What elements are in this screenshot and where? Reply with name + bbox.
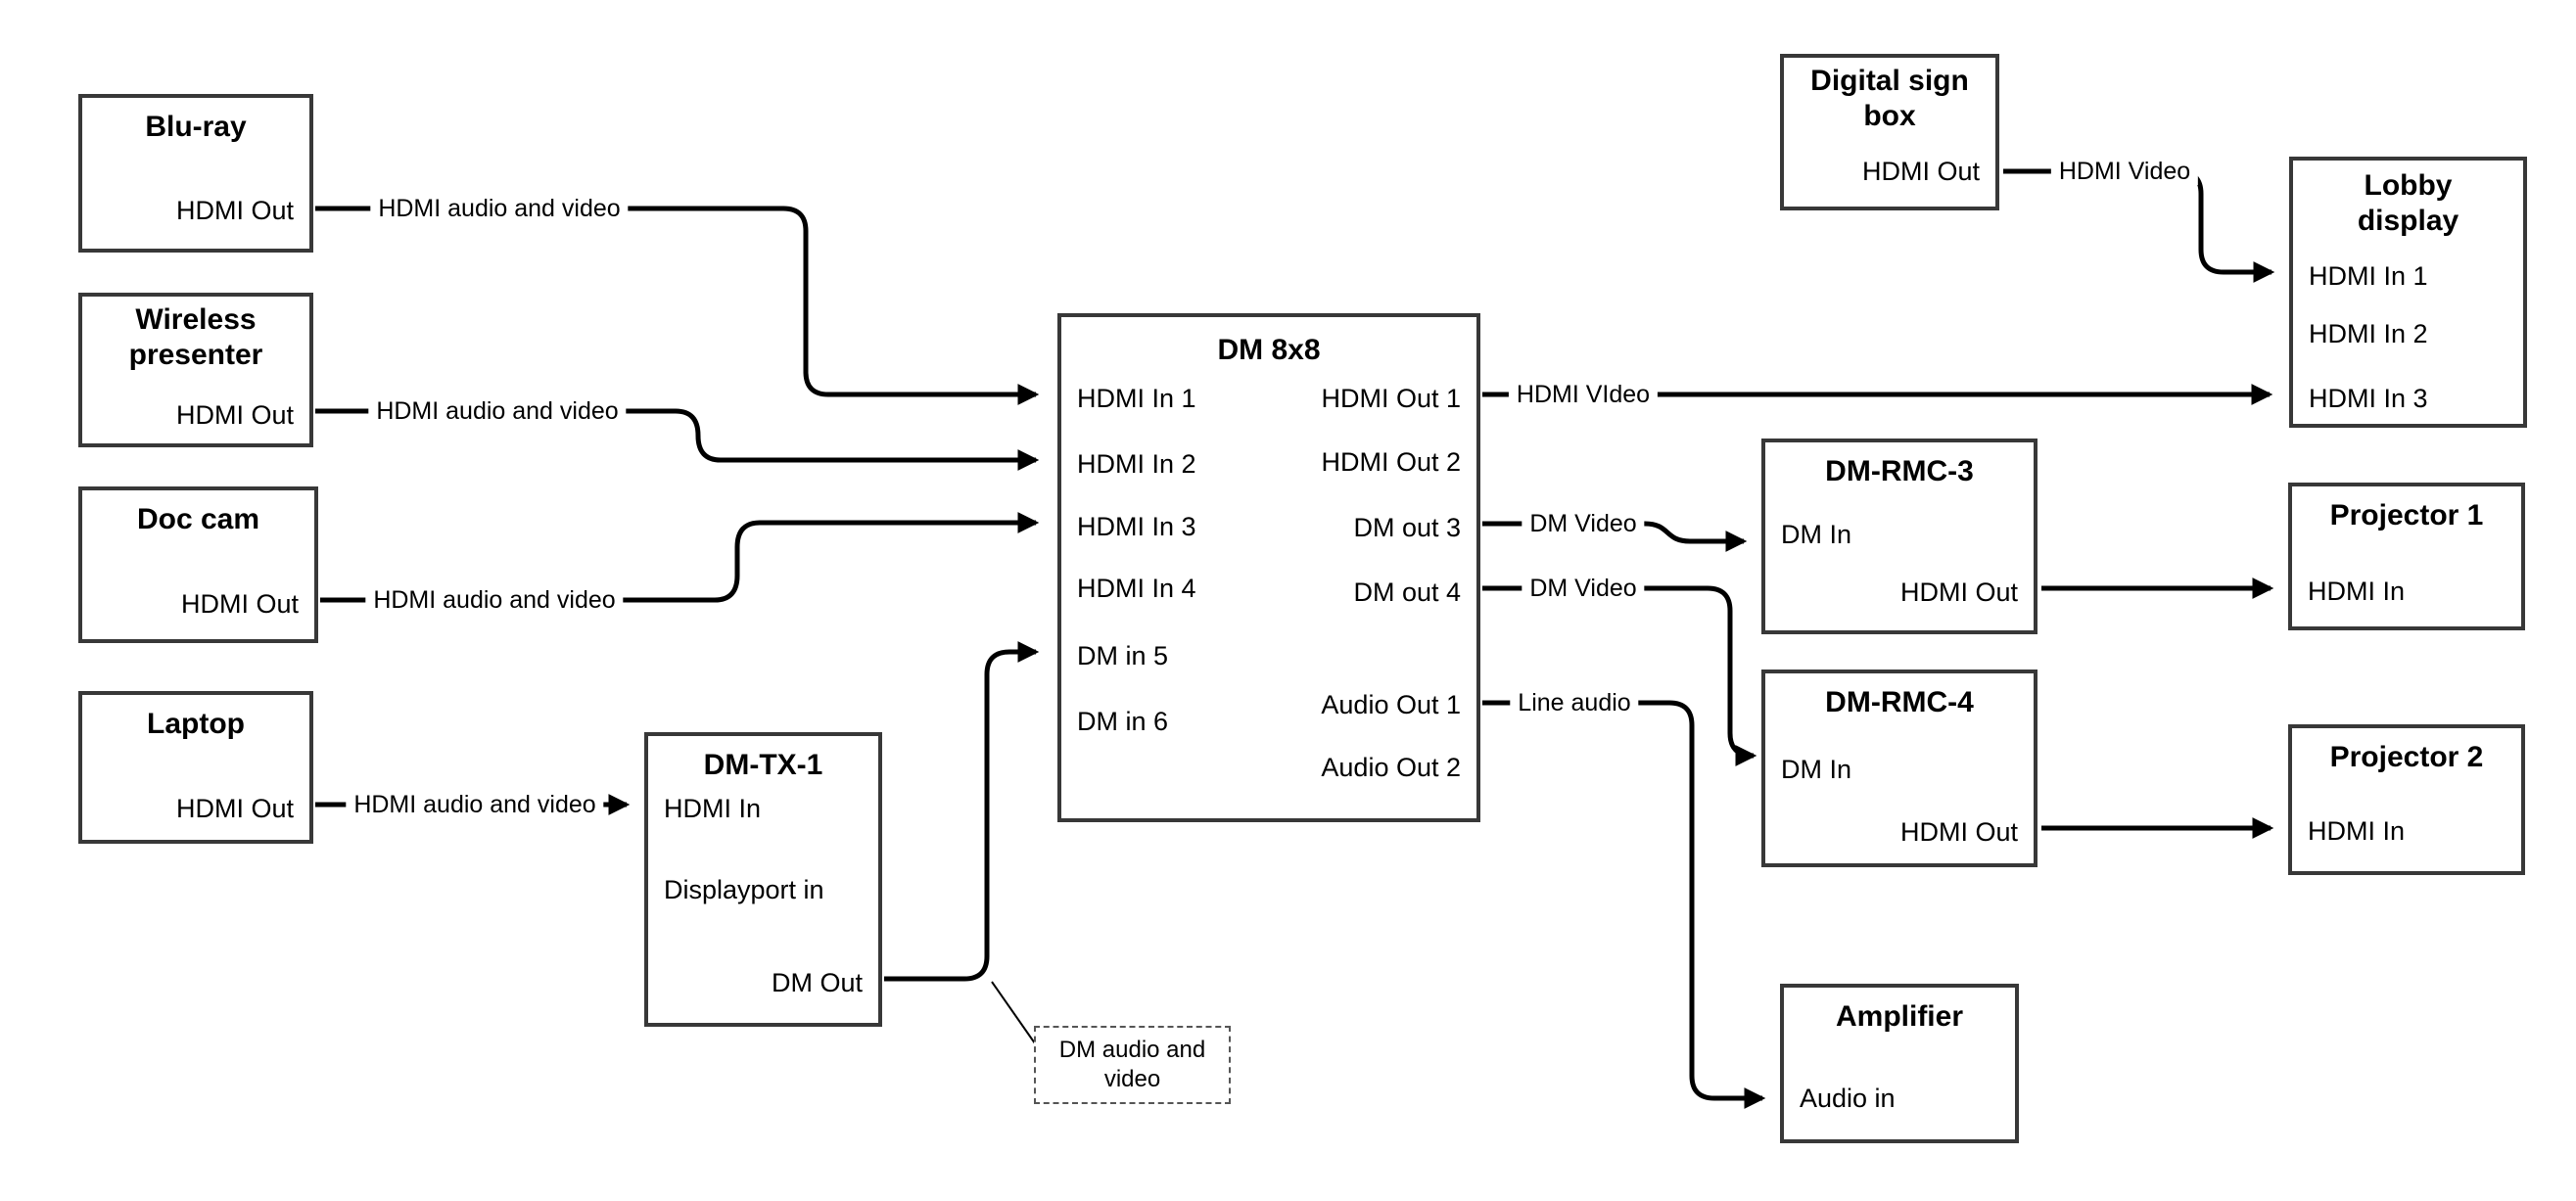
- port-hdmi-out-2: HDMI Out 2: [1321, 447, 1461, 477]
- port-hdmi-out-1: HDMI Out 1: [1321, 384, 1461, 413]
- node-title: DM 8x8: [1217, 334, 1321, 366]
- node-title: Amplifier: [1835, 1000, 1964, 1033]
- port-dm-in: DM In: [1781, 520, 1852, 549]
- port-hdmi-in-3: HDMI In 3: [2309, 384, 2428, 413]
- port-hdmi-out: HDMI Out: [175, 400, 294, 430]
- wire-label-dm-video-out3: DM Video: [1522, 510, 1645, 537]
- port-hdmi-in-2: HDMI In 2: [1077, 449, 1196, 479]
- port-hdmi-in-1: HDMI In 1: [2309, 261, 2428, 291]
- port-audio-in: Audio in: [1800, 1084, 1896, 1113]
- wire-label-hdmi-video-sign: HDMI Video: [2050, 158, 2199, 185]
- port-hdmi-in-1: HDMI In 1: [1077, 384, 1196, 413]
- wire-dmtx1-to-dm-in-5: [884, 640, 1040, 982]
- wire-label-hdmi-audio-video-4: HDMI audio and video: [346, 791, 604, 818]
- port-dm-in-5: DM in 5: [1077, 641, 1169, 670]
- port-dm-in-6: DM in 6: [1077, 707, 1169, 736]
- port-hdmi-out: HDMI Out: [175, 794, 294, 823]
- wire-dm-out-3-to-rmc3: [1482, 521, 1748, 553]
- wire-bluray-to-hdmi-in-1: [315, 206, 1040, 406]
- wire-dm-out-4-to-rmc4: [1482, 585, 1757, 767]
- wire-label-hdmi-video-out1: HDMI VIdeo: [1508, 381, 1659, 408]
- node-title: Doc cam: [136, 503, 260, 535]
- wire-label-hdmi-audio-video-2: HDMI audio and video: [368, 397, 627, 425]
- node-dm-rmc-4: DM-RMC-4 DM In HDMI Out: [1761, 670, 2037, 867]
- port-dm-out-3: DM out 3: [1353, 513, 1461, 542]
- node-title: Blu-ray: [145, 111, 247, 143]
- node-title: Digital sign box: [1810, 65, 1969, 132]
- node-doc-cam: Doc cam HDMI Out: [78, 486, 318, 643]
- port-audio-out-1: Audio Out 1: [1321, 690, 1461, 719]
- port-hdmi-in-3: HDMI In 3: [1077, 512, 1196, 541]
- callout-dm-audio-and-video: DM audio and video: [1034, 1026, 1231, 1104]
- wire-doccam-to-hdmi-in-3: [320, 511, 1040, 603]
- wire-label-hdmi-audio-video-3: HDMI audio and video: [365, 586, 624, 614]
- port-hdmi-out: HDMI Out: [1899, 817, 2018, 847]
- port-dm-out-4: DM out 4: [1353, 577, 1461, 607]
- port-hdmi-in: HDMI In: [664, 794, 762, 823]
- node-title: Projector 1: [2329, 499, 2484, 531]
- node-dm-8x8: DM 8x8 HDMI In 1 HDMI In 2 HDMI In 3 HDM…: [1057, 313, 1480, 822]
- node-dm-tx-1: DM-TX-1 HDMI In Displayport in DM Out: [644, 732, 882, 1027]
- node-title: DM-TX-1: [703, 749, 823, 781]
- node-title: Laptop: [147, 708, 245, 740]
- port-hdmi-out: HDMI Out: [175, 196, 294, 225]
- node-wireless-presenter: Wireless presenter HDMI Out: [78, 293, 313, 447]
- wire-label-dm-video-out4: DM Video: [1522, 575, 1645, 602]
- port-dm-in: DM In: [1781, 755, 1852, 784]
- port-displayport-in: Displayport in: [664, 875, 824, 904]
- port-hdmi-out: HDMI Out: [1899, 577, 2018, 607]
- node-dm-rmc-3: DM-RMC-3 DM In HDMI Out: [1761, 439, 2037, 634]
- wire-wireless-to-hdmi-in-2: [315, 408, 1040, 472]
- wire-audio-out-1-to-amplifier: [1482, 700, 1766, 1110]
- node-projector-1: Projector 1 HDMI In: [2288, 483, 2525, 630]
- node-title: DM-RMC-4: [1825, 686, 1974, 718]
- node-blu-ray: Blu-ray HDMI Out: [78, 94, 313, 253]
- node-digital-sign-box: Digital sign box HDMI Out: [1780, 54, 1999, 210]
- wire-label-line-audio: Line audio: [1510, 689, 1639, 716]
- port-dm-out: DM Out: [771, 968, 863, 997]
- node-title: Lobby display: [2357, 169, 2459, 237]
- wire-digitalsign-to-lobby-in-1: [2003, 168, 2275, 284]
- port-hdmi-in: HDMI In: [2308, 816, 2406, 846]
- callout-leader-line: [991, 981, 1036, 1044]
- port-audio-out-2: Audio Out 2: [1321, 753, 1461, 782]
- node-title: DM-RMC-3: [1825, 455, 1974, 487]
- wire-label-hdmi-audio-video-1: HDMI audio and video: [370, 195, 629, 222]
- node-title: Wireless presenter: [128, 303, 263, 371]
- node-projector-2: Projector 2 HDMI In: [2288, 724, 2525, 875]
- node-lobby-display: Lobby display HDMI In 1 HDMI In 2 HDMI I…: [2289, 157, 2527, 428]
- port-hdmi-in: HDMI In: [2308, 577, 2406, 606]
- node-amplifier: Amplifier Audio in: [1780, 984, 2019, 1143]
- port-hdmi-in-4: HDMI In 4: [1077, 574, 1196, 603]
- port-hdmi-out: HDMI Out: [180, 589, 299, 619]
- node-laptop: Laptop HDMI Out: [78, 691, 313, 844]
- port-hdmi-in-2: HDMI In 2: [2309, 319, 2428, 348]
- port-hdmi-out: HDMI Out: [1861, 157, 1980, 186]
- node-title: Projector 2: [2329, 741, 2484, 773]
